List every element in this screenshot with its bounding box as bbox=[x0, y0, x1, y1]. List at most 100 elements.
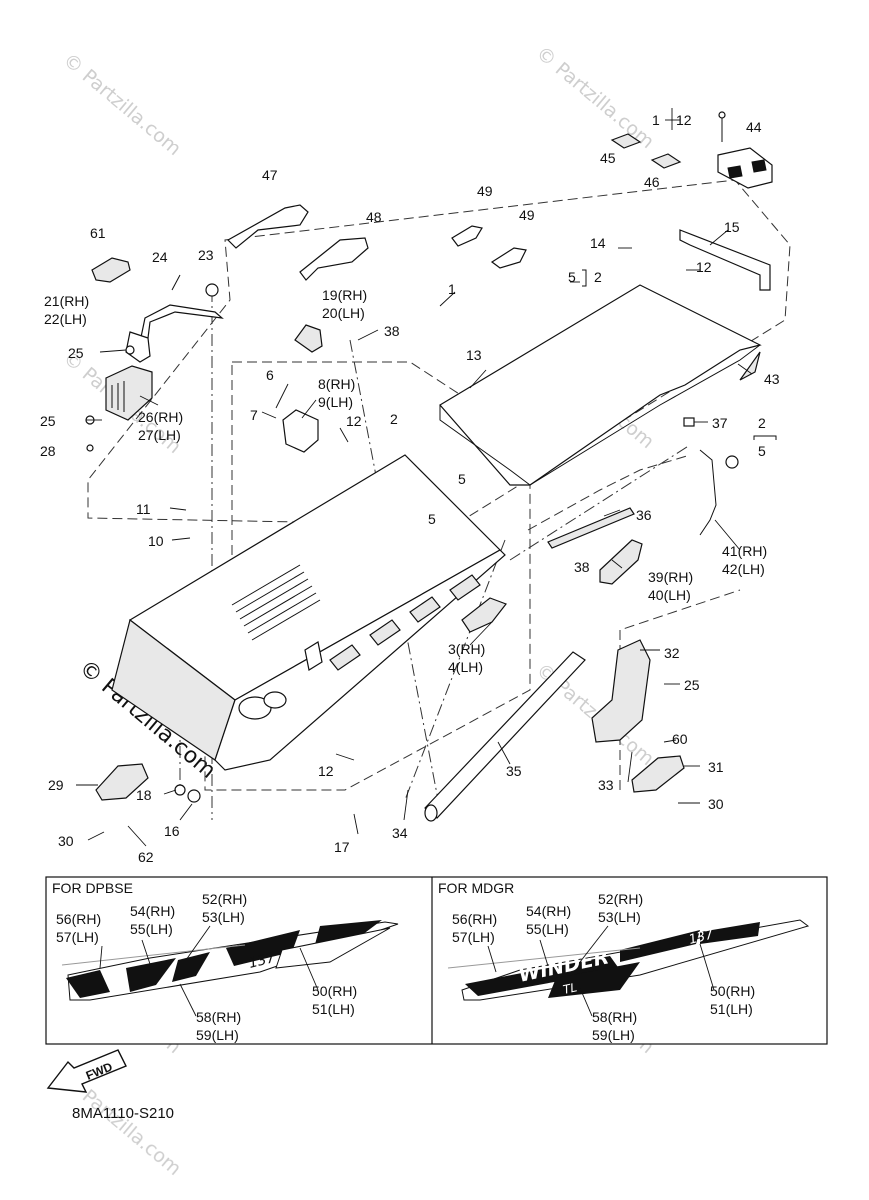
leader bbox=[185, 925, 211, 961]
callout: 3(RH) bbox=[448, 641, 485, 657]
decal-art-mdgr: WINDER 137 TL bbox=[447, 919, 810, 1001]
bushing-16 bbox=[187, 789, 201, 803]
callout: 60 bbox=[672, 731, 688, 747]
callout: 50(RH) bbox=[710, 983, 755, 999]
callout: 25 bbox=[40, 413, 56, 429]
panel-title-dpbse: FOR DPBSE bbox=[52, 880, 133, 896]
rail-36 bbox=[547, 507, 635, 549]
group-outline-1 bbox=[87, 179, 791, 526]
callout: 8(RH) bbox=[318, 376, 355, 392]
callout: 22(LH) bbox=[44, 311, 87, 327]
rod-35 bbox=[424, 651, 586, 819]
callout: 49 bbox=[477, 183, 493, 199]
callout: 21(RH) bbox=[44, 293, 89, 309]
clip-37 bbox=[683, 417, 695, 427]
callout: 54(RH) bbox=[130, 903, 175, 919]
bracket-44 bbox=[717, 147, 773, 189]
callout: 5 bbox=[428, 511, 436, 527]
leader bbox=[487, 945, 497, 973]
callout: 30 bbox=[708, 796, 724, 812]
callout: 23 bbox=[198, 247, 214, 263]
callout: 19(RH) bbox=[322, 287, 367, 303]
seat-panel-13 bbox=[439, 284, 762, 486]
callout: 20(LH) bbox=[322, 305, 365, 321]
callout: 2 bbox=[758, 415, 766, 431]
pad-49b bbox=[490, 247, 527, 269]
callout: 40(LH) bbox=[648, 587, 691, 603]
bracket-32 bbox=[591, 639, 651, 743]
callout: 13 bbox=[466, 347, 482, 363]
pad-47 bbox=[227, 204, 309, 249]
side-cutouts bbox=[329, 574, 481, 671]
leader bbox=[179, 983, 197, 1017]
centerline bbox=[349, 339, 441, 811]
grommet-19-20 bbox=[294, 324, 323, 353]
callout: 59(LH) bbox=[196, 1027, 239, 1043]
watermark: © Partzilla.com bbox=[59, 49, 185, 160]
centerline bbox=[404, 539, 506, 801]
pad-49a bbox=[451, 225, 483, 247]
callout: 17 bbox=[334, 839, 350, 855]
callout: 28 bbox=[40, 443, 56, 459]
bracket-mark bbox=[753, 435, 777, 440]
callout: 42(LH) bbox=[722, 561, 765, 577]
callout: 1 bbox=[448, 281, 456, 297]
bolt-head-12 bbox=[718, 111, 726, 119]
callout: 49 bbox=[519, 207, 535, 223]
callout: 2 bbox=[390, 411, 398, 427]
callout: 54(RH) bbox=[526, 903, 571, 919]
gusset bbox=[304, 641, 323, 671]
callout: 37 bbox=[712, 415, 728, 431]
diagram-code: 8MA1110-S210 bbox=[72, 1105, 174, 1122]
callout: 59(LH) bbox=[592, 1027, 635, 1043]
plate-3-4 bbox=[461, 597, 507, 633]
leader bbox=[699, 943, 715, 991]
callout: 29 bbox=[48, 777, 64, 793]
tunnel-frame bbox=[111, 454, 506, 771]
callout: 11 bbox=[136, 501, 151, 517]
callout: 2 bbox=[594, 269, 602, 285]
callout: 58(RH) bbox=[196, 1009, 241, 1025]
callout: 53(LH) bbox=[598, 909, 641, 925]
callout: 57(LH) bbox=[452, 929, 495, 945]
callout: 48 bbox=[366, 209, 382, 225]
washer-18 bbox=[174, 784, 186, 796]
callout: 53(LH) bbox=[202, 909, 245, 925]
decal-sub-text: TL bbox=[562, 980, 579, 997]
vent-slots bbox=[231, 564, 321, 641]
bracket-21-22 bbox=[125, 304, 224, 363]
callout: 6 bbox=[266, 367, 274, 383]
callout: 18 bbox=[136, 787, 152, 803]
bracket-8-9 bbox=[282, 409, 319, 453]
callout: 25 bbox=[68, 345, 84, 361]
bolt-28 bbox=[86, 444, 94, 452]
callout: 39(RH) bbox=[648, 569, 693, 585]
callout: 12 bbox=[318, 763, 334, 779]
callout: 5 bbox=[758, 443, 766, 459]
callout: 50(RH) bbox=[312, 983, 357, 999]
bracket-39-40 bbox=[599, 539, 643, 585]
stirrup-31 bbox=[631, 755, 685, 793]
callout: 36 bbox=[636, 507, 652, 523]
callout: 1 bbox=[652, 112, 660, 128]
leader bbox=[579, 925, 609, 963]
panel-title-mdgr: FOR MDGR bbox=[438, 880, 514, 896]
callout: 55(LH) bbox=[130, 921, 173, 937]
callout: 27(LH) bbox=[138, 427, 181, 443]
callout: 15 bbox=[724, 219, 740, 235]
callout: 7 bbox=[250, 407, 258, 423]
decal-panels: FOR DPBSE 137 56(RH) 57(LH) 54(RH) 55(LH… bbox=[45, 876, 828, 1045]
callout: 34 bbox=[392, 825, 408, 841]
nut-23 bbox=[205, 283, 219, 297]
callout: 55(LH) bbox=[526, 921, 569, 937]
bracket-mark bbox=[582, 269, 587, 287]
bracket-26-27 bbox=[105, 365, 153, 421]
callout: 12 bbox=[676, 112, 692, 128]
callout: 31 bbox=[708, 759, 724, 775]
pad-45 bbox=[610, 133, 642, 149]
port bbox=[263, 691, 287, 709]
callout: 24 bbox=[152, 249, 168, 265]
nut-25 bbox=[125, 345, 135, 355]
callout: 5 bbox=[568, 269, 576, 285]
